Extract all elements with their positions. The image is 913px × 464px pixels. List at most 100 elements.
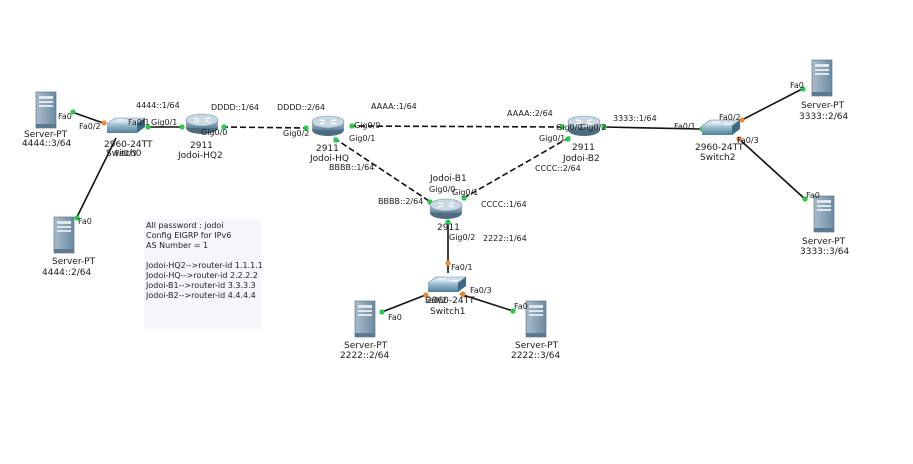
port-label: Fa0/2 bbox=[719, 113, 741, 122]
link-srv4444-2-sw0 bbox=[75, 137, 117, 220]
network-label: 2222::1/64 bbox=[483, 234, 527, 243]
router-jodoi-b1[interactable] bbox=[429, 198, 463, 220]
server-2222-3[interactable] bbox=[525, 300, 547, 338]
server-address-label: 4444::2/64 bbox=[42, 268, 91, 278]
network-label: AAAA::2/64 bbox=[507, 109, 553, 118]
router-jodoi-hq[interactable] bbox=[311, 115, 345, 137]
server-address-label: 4444::3/64 bbox=[22, 139, 71, 149]
note-line: Jodoi-HQ-->router-id 2.2.2.2 bbox=[146, 271, 258, 280]
port-label: Fa0 bbox=[58, 112, 72, 121]
note-line: Config EIGRP for IPv6 bbox=[146, 231, 232, 240]
link-hq2-hq bbox=[221, 126, 309, 129]
port-label: Fa0/2 bbox=[79, 122, 101, 131]
port-label: Gig0/1 bbox=[452, 188, 478, 197]
port-label: Fa0 bbox=[388, 313, 402, 322]
link-hq-b1 bbox=[333, 137, 433, 204]
switch-model-label: 2960-24TT bbox=[426, 296, 475, 306]
switch-name-label: Switch2 bbox=[700, 153, 735, 163]
note-line: Jodoi-B2-->router-id 4.4.4.4 bbox=[146, 291, 256, 300]
link-sw1-srv2222-3 bbox=[459, 293, 514, 312]
port-up-indicator bbox=[565, 136, 571, 142]
router-name-label: Jodoi-HQ bbox=[309, 154, 349, 164]
server-4444-2[interactable] bbox=[53, 216, 75, 254]
port-label: Gig0/2 bbox=[580, 123, 606, 132]
port-label: Gig0/2 bbox=[283, 129, 309, 138]
link-b2-b1 bbox=[461, 136, 571, 200]
port-label: Gig0/0 bbox=[354, 121, 380, 130]
port-up-indicator bbox=[800, 86, 806, 92]
server-model-label: Server-PT bbox=[515, 341, 559, 351]
server-model-label: Server-PT bbox=[52, 257, 96, 267]
link-sw2-srv3333-3 bbox=[737, 137, 807, 201]
server-3333-2[interactable] bbox=[811, 59, 833, 97]
port-up-indicator bbox=[179, 124, 185, 130]
router-model-label: 2911 bbox=[572, 143, 595, 153]
port-pending-indicator bbox=[460, 291, 466, 297]
port-label: Fa0/2 bbox=[425, 296, 447, 305]
port-label: Fa0/1 bbox=[451, 263, 473, 272]
network-label: CCCC::1/64 bbox=[481, 200, 527, 209]
port-up-indicator bbox=[349, 123, 355, 129]
link-b2-sw2 bbox=[603, 126, 701, 130]
network-label: 4444::1/64 bbox=[136, 101, 180, 110]
config-note: All password : jodoi Config EIGRP for IP… bbox=[144, 219, 263, 329]
note-line: Jodoi-B1-->router-id 3.3.3.3 bbox=[146, 281, 256, 290]
switch-name-label: Switch0 bbox=[106, 149, 142, 159]
switch-2[interactable] bbox=[701, 119, 741, 136]
port-label: Fa0/1 bbox=[128, 118, 150, 127]
port-label: Gig0/1 bbox=[539, 134, 565, 143]
server-4444-3[interactable] bbox=[35, 91, 57, 129]
network-label: 3333::1/64 bbox=[613, 114, 657, 123]
port-label: Gig0/0 bbox=[556, 123, 582, 132]
router-model-label: 2911 bbox=[437, 223, 460, 233]
server-model-label: Server-PT bbox=[801, 101, 845, 111]
port-up-indicator bbox=[379, 309, 385, 315]
link-sw1-srv2222-2 bbox=[381, 293, 429, 313]
device-labels: Server-PT 4444::3/64 Server-PT 4444::2/6… bbox=[22, 101, 849, 361]
network-label: CCCC::2/64 bbox=[535, 164, 581, 173]
port-label: Gig0/1 bbox=[349, 134, 375, 143]
port-indicators bbox=[70, 86, 808, 315]
link-hq-b2 bbox=[349, 125, 565, 128]
link-sw2-srv3333-2 bbox=[739, 87, 805, 122]
switch-1[interactable] bbox=[427, 276, 467, 293]
port-up-indicator bbox=[559, 124, 565, 130]
port-label: Fa0 bbox=[78, 217, 92, 226]
port-pending-indicator bbox=[739, 117, 745, 123]
router-name-label: Jodoi-B2 bbox=[562, 154, 600, 164]
router-model-label: 2911 bbox=[316, 144, 339, 154]
server-2222-2[interactable] bbox=[354, 300, 376, 338]
server-address-label: 3333::2/64 bbox=[799, 112, 848, 122]
port-label: Fa0/3 bbox=[470, 286, 492, 295]
link-srv4444-3-sw0 bbox=[71, 111, 107, 125]
note-line: AS Number = 1 bbox=[146, 241, 209, 250]
router-model-label: 2911 bbox=[190, 141, 213, 151]
port-pending-indicator bbox=[445, 260, 451, 266]
port-label: Gig0/0 bbox=[429, 185, 455, 194]
note-line: All password : jodoi bbox=[146, 221, 224, 230]
port-pending-indicator bbox=[736, 136, 742, 142]
note-line bbox=[146, 251, 261, 261]
port-label: Fa0 bbox=[514, 302, 528, 311]
port-pending-indicator bbox=[101, 120, 107, 126]
port-pending-indicator bbox=[423, 292, 429, 298]
port-up-indicator bbox=[461, 195, 467, 201]
links bbox=[71, 87, 807, 313]
server-model-label: Server-PT bbox=[802, 237, 846, 247]
server-address-label: 2222::2/64 bbox=[340, 351, 389, 361]
switch-model-label: 2960-24TT bbox=[104, 140, 153, 150]
port-up-indicator bbox=[70, 109, 76, 115]
port-up-indicator bbox=[221, 124, 227, 130]
server-address-label: 3333::3/64 bbox=[800, 247, 849, 257]
port-label: Fa0 bbox=[806, 191, 820, 200]
network-label: DDDD::2/64 bbox=[277, 103, 325, 112]
port-up-indicator bbox=[445, 219, 451, 225]
port-up-indicator bbox=[333, 137, 339, 143]
network-label: DDDD::1/64 bbox=[211, 103, 259, 112]
port-label: Gig0/2 bbox=[449, 233, 475, 242]
port-label: Fa0/1 bbox=[674, 122, 696, 131]
server-3333-3[interactable] bbox=[813, 195, 835, 233]
note-line: Jodoi-HQ2-->router-id 1.1.1.1 bbox=[146, 261, 263, 270]
server-model-label: Server-PT bbox=[344, 341, 388, 351]
